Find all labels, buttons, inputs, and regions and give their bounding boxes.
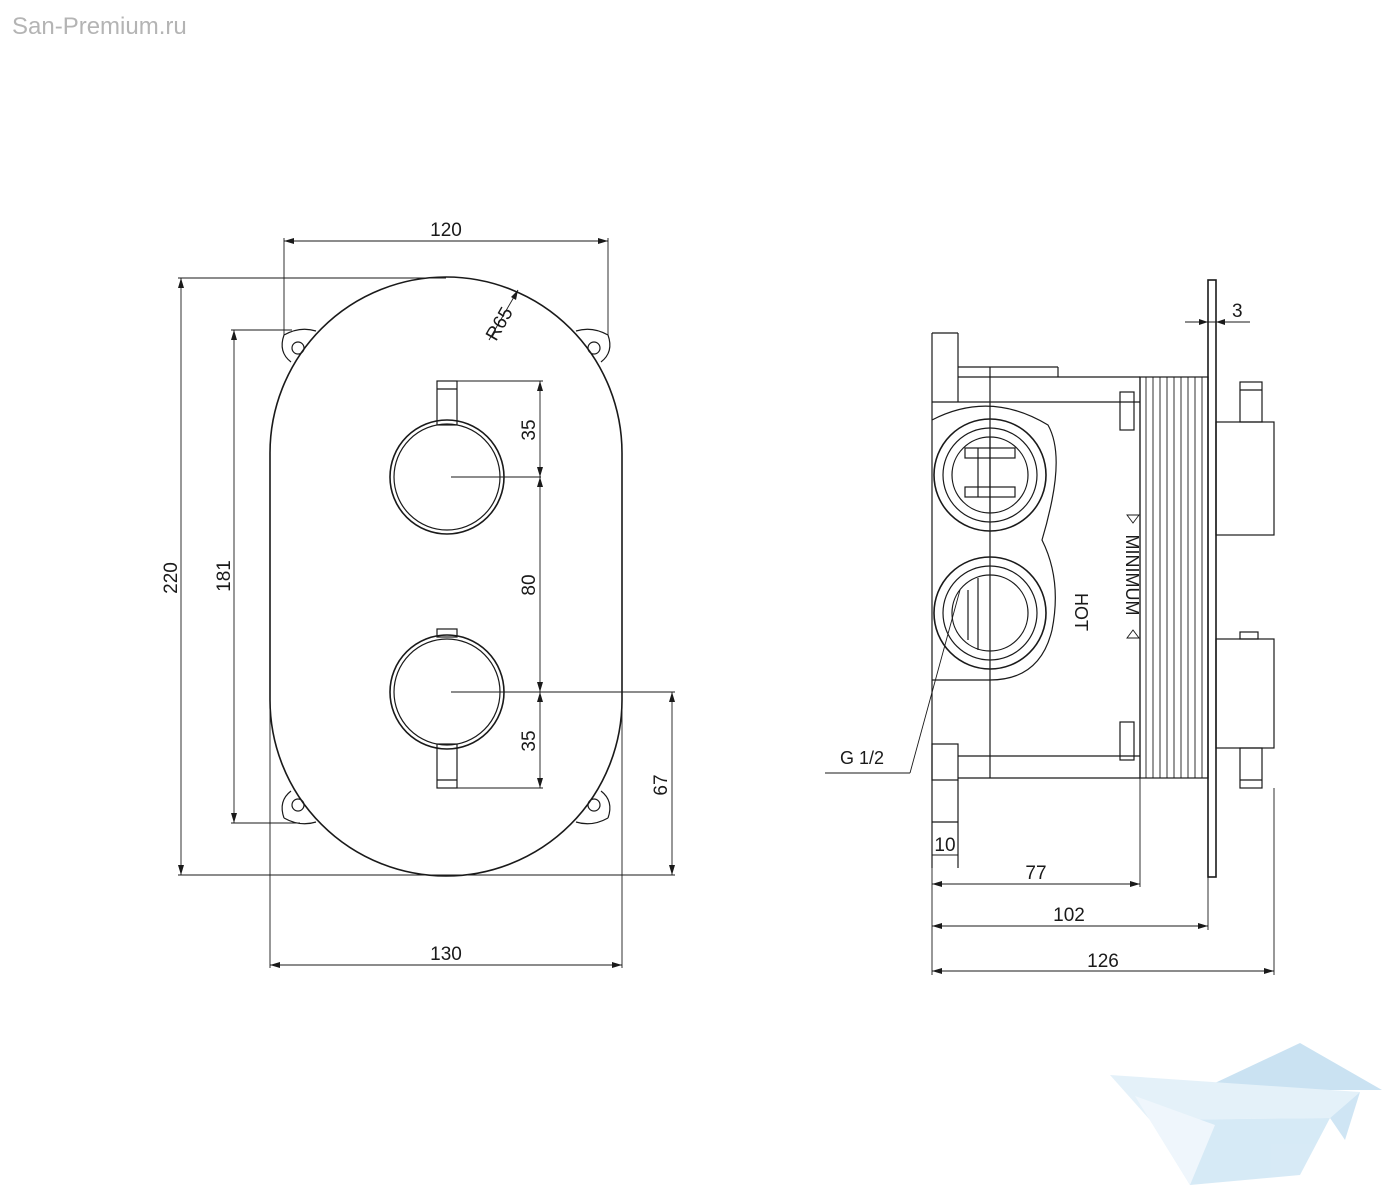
- dimension-depth-plate-label: 102: [1053, 905, 1085, 926]
- dimension-width-top: 120: [283, 220, 609, 335]
- dimension-bottom-to-center-label: 67: [651, 774, 672, 795]
- dimension-height-inner-label: 181: [214, 560, 235, 592]
- faceplate: [1207, 279, 1217, 878]
- dimension-depth-total: 126: [932, 788, 1275, 975]
- minimum-marking: MINIMUM: [1122, 514, 1142, 639]
- dimension-handle-top-label: 35: [519, 419, 540, 440]
- dimension-handle-spacing-label: 80: [519, 574, 540, 595]
- dimension-radius-label: R65: [482, 304, 518, 345]
- backplate-outline: [269, 276, 623, 877]
- dimension-bottom-to-center: 67: [651, 692, 675, 875]
- dimension-height-total-label: 220: [161, 562, 182, 594]
- bottom-handle-knob: [389, 628, 675, 789]
- dimension-width-top-label: 120: [430, 220, 462, 241]
- minimum-label: MINIMUM: [1122, 535, 1142, 616]
- valve-body: [931, 332, 1141, 868]
- connection-callout: G 1/2: [825, 589, 961, 774]
- dimension-width-bottom: 130: [269, 453, 623, 968]
- mounting-ear-bottom-left: [281, 790, 317, 825]
- hot-label: HOT: [1071, 593, 1091, 631]
- dimension-flange: 10: [932, 835, 958, 856]
- threaded-sleeve: [1119, 376, 1209, 779]
- dimension-depth-body: 77: [931, 778, 1141, 975]
- lower-port: [933, 556, 1047, 670]
- dimension-depth-total-label: 126: [1087, 951, 1119, 972]
- dimension-height-inner: 181: [214, 329, 300, 824]
- mounting-ear-top-right: [575, 328, 611, 363]
- dimension-width-bottom-label: 130: [430, 944, 462, 965]
- mounting-ear-bottom-right: [575, 790, 611, 825]
- upper-port: [933, 418, 1047, 532]
- watermark-text: San-Premium.ru: [12, 13, 187, 40]
- side-view: HOT MINIMUM G 1/2 3: [825, 279, 1275, 975]
- upper-spindle: [1215, 381, 1275, 536]
- lower-spindle: [1215, 631, 1275, 789]
- dimension-flange-label: 10: [934, 835, 955, 856]
- dimension-height-total: 220: [161, 277, 675, 876]
- connection-label: G 1/2: [840, 748, 884, 768]
- dimension-handle-bottom-label: 35: [519, 730, 540, 751]
- mounting-ear-top-left: [281, 328, 317, 363]
- bathtub-logo-icon: [1110, 1043, 1382, 1185]
- dimension-depth-plate: 102: [932, 877, 1209, 930]
- port-housing: [931, 405, 1057, 681]
- top-handle-knob: [389, 380, 541, 535]
- dimension-handle-chain: 35 80 35: [457, 380, 543, 789]
- dimension-depth-body-label: 77: [1025, 863, 1046, 884]
- dimension-radius: R65: [482, 289, 519, 345]
- front-view: 120 R65 220 181: [161, 220, 675, 968]
- dimension-plate-thickness: 3: [1185, 301, 1250, 325]
- dimension-plate-thickness-label: 3: [1232, 301, 1243, 322]
